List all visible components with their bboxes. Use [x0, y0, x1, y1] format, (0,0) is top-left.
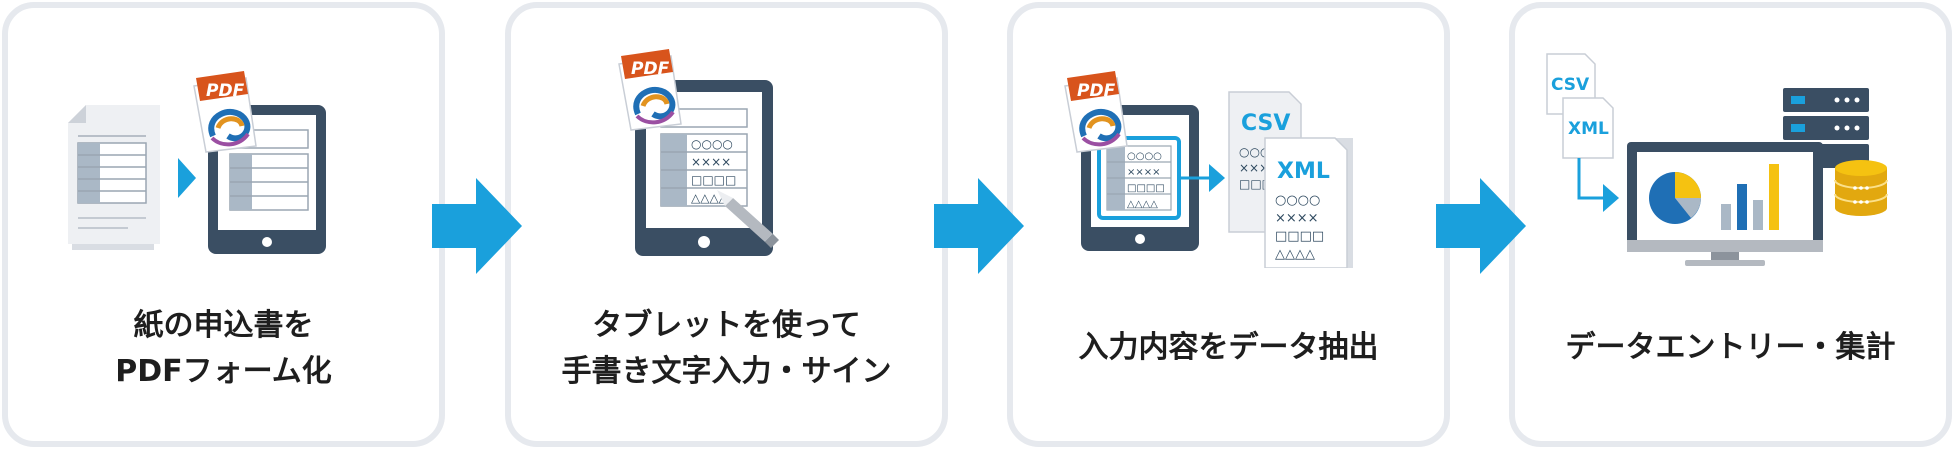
- step-3-illustration: ○○○○ ×××× □□□□ △△△△ CSV ○○○○ ×××× □□□□ X…: [1064, 71, 1353, 268]
- svg-text:△△△△: △△△△: [1127, 199, 1158, 210]
- database-icon: [1834, 160, 1888, 216]
- svg-text:××××: ××××: [1275, 211, 1319, 226]
- paper-form-icon: [68, 105, 160, 250]
- svg-text:□□□□: □□□□: [1275, 229, 1324, 244]
- svg-text:XML: XML: [1277, 159, 1330, 184]
- flow-arrow-icon: [1436, 178, 1526, 274]
- step-card-3: ○○○○ ×××× □□□□ △△△△ CSV ○○○○ ×××× □□□□ X…: [1007, 2, 1450, 447]
- svg-text:CSV: CSV: [1241, 111, 1290, 136]
- step-2-caption-line-1: タブレットを使って: [592, 308, 861, 343]
- svg-text:△△△△: △△△△: [1275, 247, 1315, 262]
- flow-arrow-icon: [934, 178, 1024, 274]
- xml-file-icon: XML ○○○○ ×××× □□□□ △△△△: [1264, 137, 1353, 268]
- step-1-caption-line-1: 紙の申込書を: [133, 308, 314, 343]
- step-3-caption: 入力内容をデータ抽出: [1078, 330, 1379, 365]
- svg-text:××××: ××××: [691, 155, 731, 169]
- step-1-caption-line-2: PDFフォーム化: [115, 354, 332, 389]
- svg-text:○○○○: ○○○○: [1275, 193, 1320, 208]
- svg-text:PDF: PDF: [206, 81, 245, 101]
- monitor-chart-icon: [1627, 142, 1823, 266]
- svg-text:□□□□: □□□□: [1127, 183, 1165, 194]
- svg-text:PDF: PDF: [631, 59, 670, 79]
- pdf-logo-icon: PDF: [193, 71, 257, 153]
- xml-file-icon: XML: [1562, 97, 1614, 159]
- flow-arrow-icon: [178, 158, 196, 198]
- step-4-caption: データエントリー・集計: [1565, 330, 1896, 365]
- step-card-4: CSV XML: [1509, 2, 1952, 447]
- step-card-1: PDF 紙の申込書を PDFフォーム化: [2, 2, 445, 447]
- svg-text:XML: XML: [1568, 119, 1609, 139]
- flow-arrow-icon: [432, 178, 522, 274]
- step-2-illustration: ○○○○ ×××× □□□□ △△△△ PDF: [618, 49, 779, 256]
- flow-arrow-icon: [1179, 164, 1225, 192]
- step-4-illustration: CSV XML: [1546, 53, 1888, 266]
- svg-text:CSV: CSV: [1551, 75, 1590, 95]
- svg-text:PDF: PDF: [1077, 81, 1116, 101]
- pdf-logo-icon: PDF: [618, 49, 682, 131]
- step-1-illustration: PDF: [68, 71, 326, 254]
- flow-arrow-icon: [1577, 158, 1619, 212]
- step-card-2: ○○○○ ×××× □□□□ △△△△ PDF タブレットを使って 手書き文字入…: [505, 2, 948, 447]
- svg-text:□□□□: □□□□: [691, 173, 736, 187]
- step-2-caption-line-2: 手書き文字入力・サイン: [561, 354, 892, 389]
- svg-text:××××: ××××: [1127, 167, 1161, 178]
- pdf-logo-icon: PDF: [1064, 71, 1128, 153]
- svg-text:○○○○: ○○○○: [1127, 151, 1162, 162]
- svg-text:○○○○: ○○○○: [691, 137, 733, 151]
- pen-icon: [717, 190, 779, 248]
